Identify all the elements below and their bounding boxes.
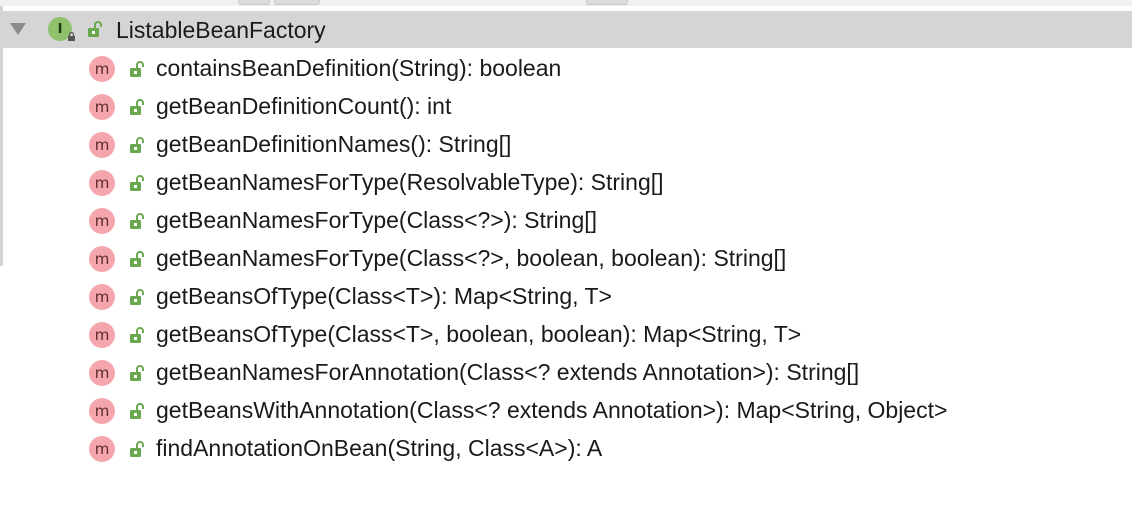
chevron-down-icon[interactable] <box>10 23 26 35</box>
method-icon: m <box>89 398 115 424</box>
public-lock-icon <box>130 61 144 77</box>
tree-item-method[interactable]: m getBeanDefinitionCount(): int <box>0 87 1132 125</box>
public-lock-icon <box>130 99 144 115</box>
lock-icon <box>68 32 75 41</box>
public-lock-icon <box>88 21 102 37</box>
public-lock-icon <box>130 365 144 381</box>
toolbar-button-stub[interactable] <box>274 0 320 5</box>
public-lock-icon <box>130 289 144 305</box>
tree-root-row[interactable]: I ListableBeanFactory <box>0 11 1132 48</box>
tree-item-method[interactable]: m getBeansOfType(Class<T>): Map<String, … <box>0 277 1132 315</box>
method-icon: m <box>89 94 115 120</box>
method-signature: getBeanNamesForType(ResolvableType): Str… <box>156 169 664 195</box>
public-lock-icon <box>130 175 144 191</box>
method-icon: m <box>89 132 115 158</box>
scroll-gutter <box>0 6 3 266</box>
method-icon: m <box>89 360 115 386</box>
public-lock-icon <box>130 251 144 267</box>
method-icon: m <box>89 56 115 82</box>
method-signature: getBeanNamesForType(Class<?>, boolean, b… <box>156 245 787 271</box>
method-signature: findAnnotationOnBean(String, Class<A>): … <box>156 435 603 461</box>
tree-root-label: ListableBeanFactory <box>116 17 326 43</box>
method-icon: m <box>89 246 115 272</box>
public-lock-icon <box>130 137 144 153</box>
member-list: m containsBeanDefinition(String): boolea… <box>0 49 1132 467</box>
public-lock-icon <box>130 441 144 457</box>
tree-item-method[interactable]: m getBeansWithAnnotation(Class<? extends… <box>0 391 1132 429</box>
tree-item-method[interactable]: m findAnnotationOnBean(String, Class<A>)… <box>0 429 1132 467</box>
tree-item-method[interactable]: m getBeanNamesForType(ResolvableType): S… <box>0 163 1132 201</box>
tree-item-method[interactable]: m containsBeanDefinition(String): boolea… <box>0 49 1132 87</box>
method-signature: getBeanDefinitionCount(): int <box>156 93 452 119</box>
method-signature: getBeanDefinitionNames(): String[] <box>156 131 512 157</box>
tree-item-method[interactable]: m getBeanNamesForType(Class<?>, boolean,… <box>0 239 1132 277</box>
method-icon: m <box>89 322 115 348</box>
method-icon: m <box>89 208 115 234</box>
method-icon: m <box>89 170 115 196</box>
public-lock-icon <box>130 213 144 229</box>
method-icon: m <box>89 436 115 462</box>
method-signature: getBeanNamesForAnnotation(Class<? extend… <box>156 359 860 385</box>
method-signature: getBeansOfType(Class<T>, boolean, boolea… <box>156 321 802 347</box>
toolbar-button-stub[interactable] <box>238 0 270 5</box>
tree-item-method[interactable]: m getBeansOfType(Class<T>, boolean, bool… <box>0 315 1132 353</box>
method-signature: containsBeanDefinition(String): boolean <box>156 55 562 81</box>
method-signature: getBeansOfType(Class<T>): Map<String, T> <box>156 283 612 309</box>
toolbar-strip <box>0 0 1132 6</box>
method-signature: getBeansWithAnnotation(Class<? extends A… <box>156 397 948 423</box>
tree-item-method[interactable]: m getBeanDefinitionNames(): String[] <box>0 125 1132 163</box>
method-icon: m <box>89 284 115 310</box>
toolbar-button-stub[interactable] <box>586 0 628 5</box>
tree-item-method[interactable]: m getBeanNamesForAnnotation(Class<? exte… <box>0 353 1132 391</box>
public-lock-icon <box>130 403 144 419</box>
public-lock-icon <box>130 327 144 343</box>
method-signature: getBeanNamesForType(Class<?>): String[] <box>156 207 598 233</box>
tree-item-method[interactable]: m getBeanNamesForType(Class<?>): String[… <box>0 201 1132 239</box>
